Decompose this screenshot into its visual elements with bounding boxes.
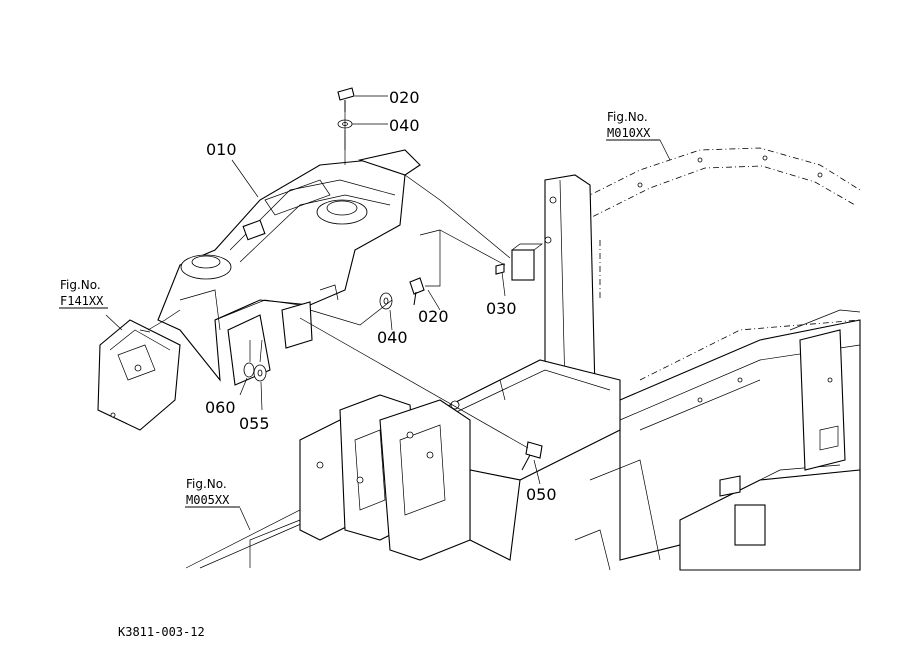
frame-m005 bbox=[185, 394, 471, 569]
frame-cross-member bbox=[439, 359, 621, 561]
fig-ref-m010-label: Fig.No. bbox=[607, 110, 648, 124]
fig-ref-f141-code: F141XX bbox=[60, 294, 104, 308]
fig-ref-m005-code: M005XX bbox=[186, 493, 230, 507]
leader-lines bbox=[105, 95, 671, 531]
drawing-code: K3811-003-12 bbox=[118, 625, 205, 639]
fig-ref-m010-code: M010XX bbox=[607, 126, 651, 140]
label-part-020-top: 020 bbox=[389, 88, 420, 107]
part-010-cover bbox=[157, 149, 421, 386]
label-part-040-mid: 040 bbox=[377, 328, 408, 347]
part-f141-bracket bbox=[97, 319, 181, 431]
label-part-055: 055 bbox=[239, 414, 270, 433]
label-part-060: 060 bbox=[205, 398, 236, 417]
label-part-030: 030 bbox=[486, 299, 517, 318]
label-part-020-mid: 020 bbox=[418, 307, 449, 326]
label-part-010: 010 bbox=[206, 140, 237, 159]
fig-ref-f141-label: Fig.No. bbox=[60, 278, 101, 292]
label-part-040-top: 040 bbox=[389, 116, 420, 135]
frame-chassis bbox=[574, 309, 861, 571]
label-part-050: 050 bbox=[526, 485, 557, 504]
fig-ref-m005-label: Fig.No. bbox=[186, 477, 227, 491]
